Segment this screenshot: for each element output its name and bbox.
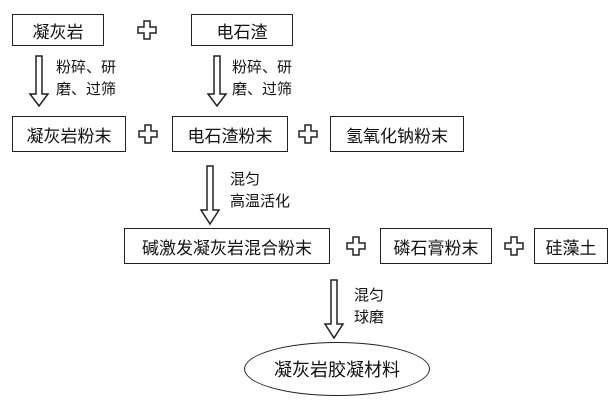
- node-carbide-slag: 电石渣: [191, 14, 293, 46]
- step-text: 粉碎、研: [56, 56, 116, 78]
- node-tuff-cementitious-material: 凝灰岩胶凝材料: [244, 342, 430, 396]
- node-naoh-powder-label: 氢氧化钠粉末: [346, 122, 448, 147]
- step-text: 磨、过筛: [56, 78, 116, 100]
- node-alkali-activated-tuff-mix-label: 碱激发凝灰岩混合粉末: [142, 234, 312, 259]
- arrow-ball-milling: [325, 280, 343, 338]
- arrow-slag-to-powder: [208, 56, 226, 106]
- node-phosphogypsum-powder-label: 磷石膏粉末: [394, 234, 479, 259]
- node-carbide-slag-label: 电石渣: [217, 18, 268, 43]
- node-tuff-cementitious-material-label: 凝灰岩胶凝材料: [274, 356, 400, 382]
- plus-icon: [138, 124, 158, 144]
- step-text: 粉碎、研: [232, 56, 292, 78]
- plus-icon: [137, 20, 157, 40]
- node-carbide-slag-powder: 电石渣粉末: [172, 116, 288, 152]
- node-tuff-powder: 凝灰岩粉末: [12, 116, 126, 152]
- step-mix-high-temp-activation: 混匀 高温活化: [230, 168, 290, 212]
- step-crush-grind-sieve-slag: 粉碎、研 磨、过筛: [232, 56, 292, 100]
- node-tuff-label: 凝灰岩: [33, 18, 84, 43]
- step-text: 高温活化: [230, 190, 290, 212]
- plus-icon: [298, 124, 318, 144]
- step-text: 混匀: [354, 284, 384, 306]
- step-text: 球磨: [354, 306, 384, 328]
- node-phosphogypsum-powder: 磷石膏粉末: [380, 228, 492, 264]
- arrow-tuff-to-powder: [30, 56, 48, 106]
- node-diatomite-label: 硅藻土: [546, 234, 597, 259]
- step-text: 磨、过筛: [232, 78, 292, 100]
- step-mix-ball-milling: 混匀 球磨: [354, 284, 384, 328]
- node-tuff: 凝灰岩: [12, 14, 104, 46]
- plus-icon: [346, 236, 366, 256]
- node-tuff-powder-label: 凝灰岩粉末: [27, 122, 112, 147]
- arrow-activation: [201, 166, 219, 224]
- step-text: 混匀: [230, 168, 290, 190]
- node-diatomite: 硅藻土: [534, 228, 608, 264]
- node-alkali-activated-tuff-mix: 碱激发凝灰岩混合粉末: [124, 228, 330, 264]
- node-naoh-powder: 氢氧化钠粉末: [330, 116, 464, 152]
- node-carbide-slag-powder-label: 电石渣粉末: [188, 122, 273, 147]
- step-crush-grind-sieve-tuff: 粉碎、研 磨、过筛: [56, 56, 116, 100]
- plus-icon: [504, 236, 524, 256]
